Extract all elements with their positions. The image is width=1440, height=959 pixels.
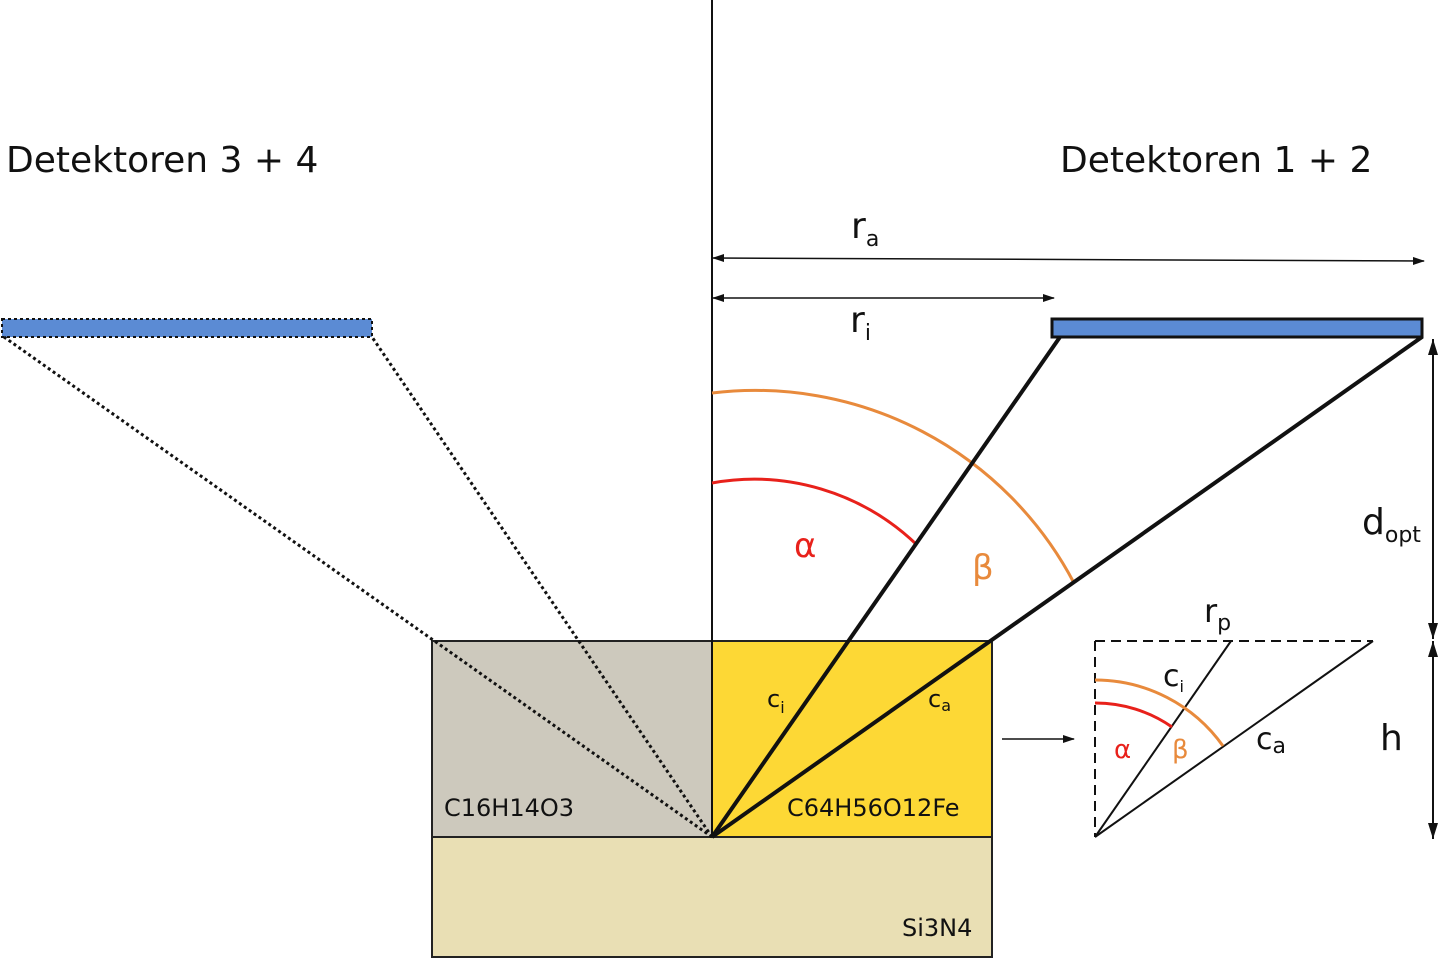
inset-label-ci-sub: i [1180, 677, 1184, 696]
beta-arc [711, 388, 1076, 584]
inset-alpha-arc [1094, 701, 1173, 729]
inset-label-alpha: α [1114, 735, 1131, 765]
inset-label-ca-main: c [1256, 722, 1273, 757]
material-substrate-label: Si3N4 [902, 914, 972, 942]
inset-label-ci: ci [1163, 659, 1184, 696]
inset-label-rp-sub: p [1217, 611, 1231, 636]
heading-detectors-right: Detektoren 1 + 2 [1060, 140, 1372, 181]
inset-label-beta: β [1172, 735, 1189, 765]
inset-label-ca-sub: a [1273, 734, 1286, 759]
label-ca-main: c [928, 685, 941, 713]
inset-label-rp: rp [1204, 592, 1231, 636]
h-arrowhead-bottom [1428, 823, 1438, 839]
heading-detectors-left: Detektoren 3 + 4 [6, 140, 318, 181]
inset-beta-arc [1094, 678, 1225, 747]
ri-arrow-start [712, 294, 724, 302]
label-dopt: dopt [1362, 502, 1421, 548]
material-right-label: C64H56O12Fe [787, 794, 960, 822]
label-ra-main: r [851, 206, 866, 247]
detector-right [1050, 317, 1424, 339]
label-ri-main: r [850, 300, 865, 341]
label-ra: ra [851, 206, 879, 252]
label-beta: β [972, 548, 994, 588]
label-ci: ci [767, 685, 785, 717]
label-h: h [1380, 718, 1403, 759]
label-ci-sub: i [780, 698, 784, 717]
material-left-label: C16H14O3 [444, 794, 574, 822]
label-ca: ca [928, 685, 951, 715]
label-ri-sub: i [865, 321, 871, 346]
left-inner-ray [370, 336, 714, 838]
ra-arrow [711, 256, 1425, 265]
inset-label-ca: ca [1256, 722, 1286, 759]
inset-inner-ray [1094, 640, 1232, 838]
inset-outer-ray [1094, 640, 1374, 838]
outer-ray [710, 335, 1424, 839]
label-ri: ri [850, 300, 871, 346]
dopt-arrowhead-bottom [1428, 623, 1438, 639]
detector-left [1, 318, 373, 338]
label-ra-sub: a [866, 227, 879, 252]
h-arrowhead-top [1428, 641, 1438, 657]
label-ci-main: c [767, 685, 780, 713]
label-dopt-sub: opt [1385, 523, 1421, 548]
inset-label-ci-main: c [1163, 659, 1180, 694]
label-dopt-main: d [1362, 502, 1385, 543]
inset-label-rp-main: r [1204, 592, 1218, 630]
ra-arrow-start [712, 254, 724, 262]
left-outer-ray [3, 335, 713, 839]
dopt-arrowhead-top [1428, 339, 1438, 355]
label-ca-sub: a [941, 696, 951, 715]
alpha-arc [711, 477, 918, 546]
label-alpha: α [794, 526, 816, 566]
inner-ray [710, 335, 1062, 839]
